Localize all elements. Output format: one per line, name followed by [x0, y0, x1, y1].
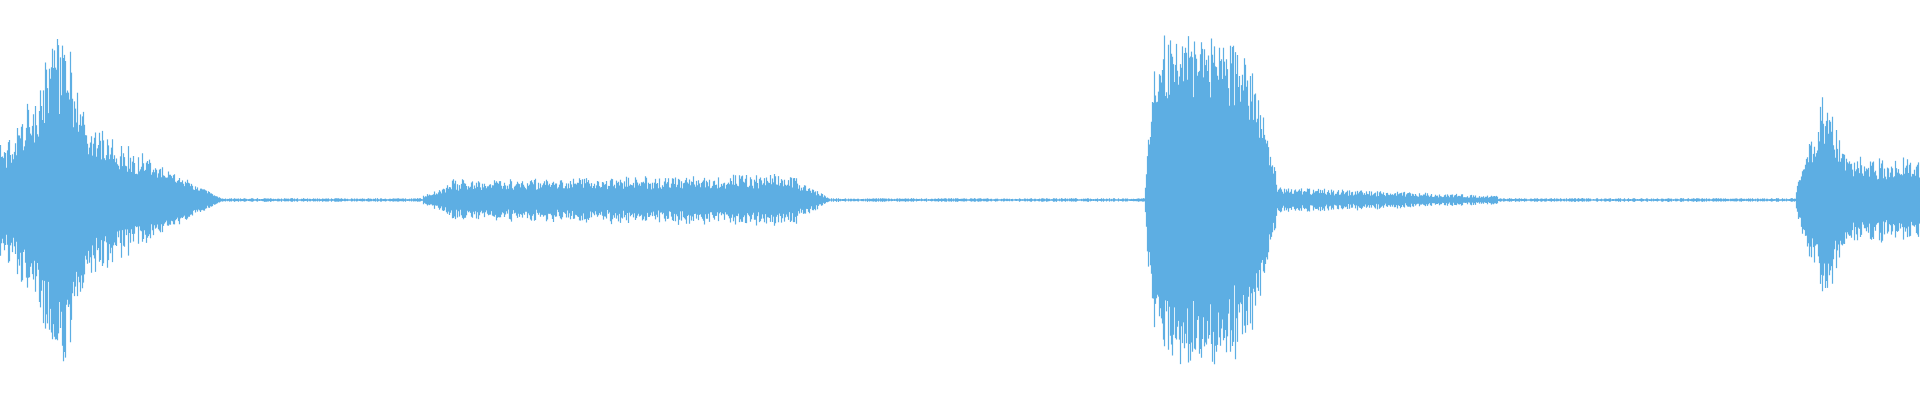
waveform-signal	[0, 35, 1920, 365]
